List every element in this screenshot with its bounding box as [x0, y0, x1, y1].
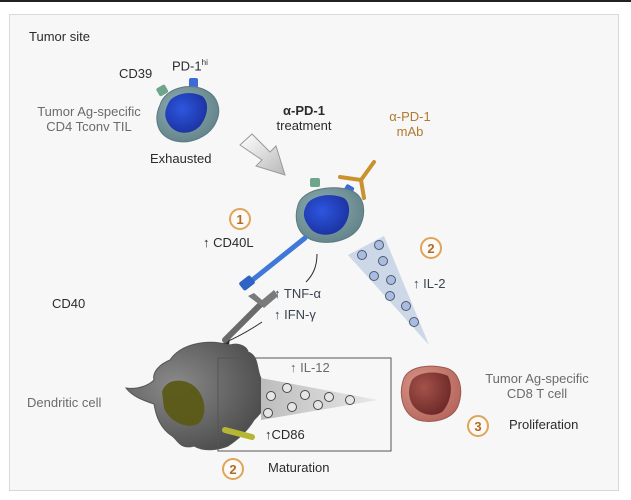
cd40-receptor [222, 290, 278, 343]
cytokine-curve-line [305, 253, 318, 283]
step-badge-2-maturation: 2 [222, 458, 244, 480]
top-border-line [0, 0, 631, 2]
pd1-label-text: PD-1 [172, 58, 202, 74]
cd8-t-cell [400, 365, 462, 422]
maturation-label: Maturation [268, 460, 330, 475]
cd8-label-line2: CD8 T cell [506, 385, 568, 401]
pd1-superscript: hi [201, 58, 208, 67]
cd4-tconv-label: Tumor Ag-specific CD4 Tconv TIL [24, 104, 154, 135]
dendritic-cell-nucleus [162, 380, 205, 426]
treatment-label: α-PD-1 treatment [264, 103, 344, 134]
step-badge-3: 3 [467, 415, 489, 437]
treatment-line2: treatment [276, 117, 332, 133]
cd4-label-line2: CD4 Tconv TIL [46, 118, 132, 134]
cd4-nucleus [165, 93, 208, 133]
treatment-arrow [239, 133, 286, 176]
il12-molecules [263, 383, 355, 418]
cd4-nucleus [303, 195, 350, 235]
cd4-label-line1: Tumor Ag-specific [37, 104, 141, 119]
antibody-line1: α-PD-1 [389, 109, 431, 124]
tumor-site-panel [9, 14, 619, 491]
cd8-label-line1: Tumor Ag-specific [485, 371, 589, 386]
anti-pd1-antibody [338, 160, 376, 200]
maturation-box [217, 357, 392, 452]
step-badge-2-il2: 2 [420, 237, 442, 259]
ifn-gamma-label: ↑ IFN-γ [274, 307, 316, 322]
il2-molecules [357, 240, 419, 327]
cd8-t-cell-label: Tumor Ag-specific CD8 T cell [472, 371, 602, 402]
il2-label: ↑ IL-2 [413, 276, 446, 291]
il12-label: ↑ IL-12 [290, 360, 330, 375]
treatment-line1: α-PD-1 [283, 103, 325, 118]
dendritic-cell [124, 341, 266, 451]
region-label: Tumor site [29, 29, 90, 44]
step-badge-1: 1 [229, 208, 251, 230]
tnf-alpha-label: ↑ TNF-α [274, 286, 321, 301]
cd86-label: ↑CD86 [265, 427, 305, 442]
dendritic-cell-label: Dendritic cell [27, 395, 102, 410]
cd39-marker [156, 84, 169, 97]
pd1-hi-label: PD-1hi [172, 58, 208, 74]
cd40l-ligand [239, 235, 308, 291]
pd1-marker [189, 78, 198, 88]
cd40-label: CD40 [52, 296, 86, 311]
antibody-label: α-PD-1 mAb [375, 109, 445, 140]
cd39-marker [310, 178, 320, 187]
cd39-label: CD39 [119, 66, 153, 81]
il2-wedge [348, 236, 429, 345]
il12-wedge [261, 378, 378, 420]
treated-cd4-cell [295, 178, 365, 243]
exhausted-cd4-cell [156, 78, 220, 143]
antibody-line2: mAb [396, 123, 424, 139]
cd86-marker [222, 427, 255, 440]
exhausted-label: Exhausted [150, 151, 212, 166]
cd40l-label: ↑ CD40L [203, 235, 254, 250]
proliferation-label: Proliferation [509, 417, 579, 432]
